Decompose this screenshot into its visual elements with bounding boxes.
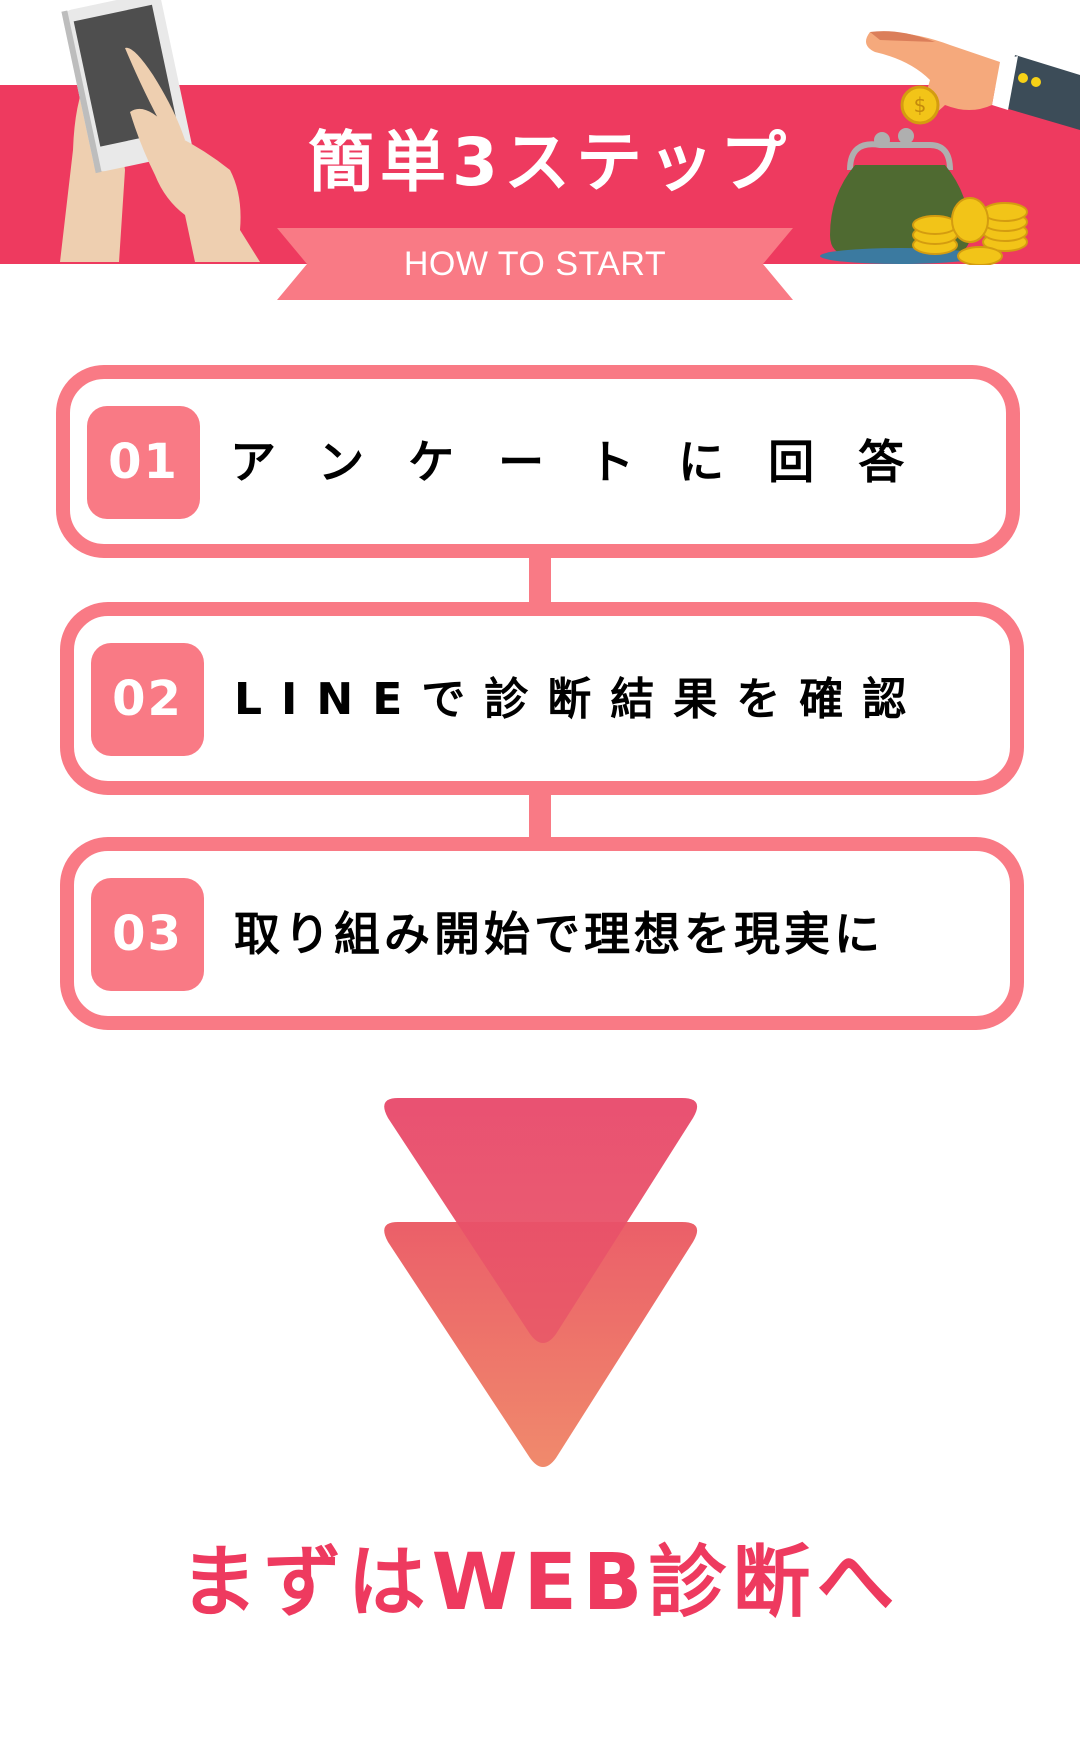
cta-web-diagnosis[interactable]: まずはWEB診断へ	[179, 1538, 901, 1628]
step-item-1: 01 アンケートに回答	[56, 365, 1020, 558]
page-title: 簡単3ステップ	[308, 124, 792, 201]
step-connector	[529, 793, 551, 840]
double-down-arrow-icon	[360, 1080, 720, 1480]
step-number-badge: 01	[87, 406, 200, 519]
subtitle-ribbon: HOW TO START	[277, 228, 793, 300]
step-label: 取り組み開始で理想を現実に	[234, 907, 884, 961]
subtitle-text: HOW TO START	[403, 245, 667, 283]
step-number-badge: 02	[91, 643, 204, 756]
step-item-2: 02 LINEで診断結果を確認	[60, 602, 1024, 795]
svg-text:$: $	[914, 93, 927, 117]
coin-purse-icon: $	[820, 31, 1080, 266]
smartphone-hands-illustration	[55, 0, 285, 262]
coin-purse-illustration: $	[820, 20, 1080, 266]
step-label: アンケートに回答	[230, 435, 949, 489]
ribbon-shape	[277, 228, 793, 300]
step-number-badge: 03	[91, 878, 204, 991]
smartphone-icon	[60, 0, 260, 262]
step-label: LINEで診断結果を確認	[234, 674, 926, 725]
step-connector	[529, 555, 551, 605]
step-item-3: 03 取り組み開始で理想を現実に	[60, 837, 1024, 1030]
